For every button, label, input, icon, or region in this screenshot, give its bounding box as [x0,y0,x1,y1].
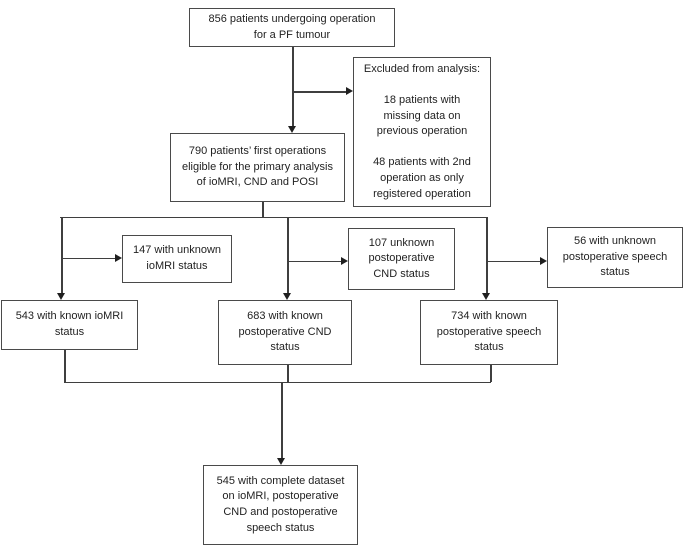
node-excluded-from-analysis: Excluded from analysis: 18 patients with… [353,57,491,207]
arrowhead-into-unknown-speech [540,257,547,265]
connector-to-excluded [292,91,346,93]
node-543-known-iomri: 543 with known ioMRI status [1,300,138,350]
connector-to-unknown-cnd [287,260,341,262]
arrowhead-into-known-iomri [57,293,65,300]
node-790-eligible: 790 patients’ first operations eligible … [170,133,345,202]
arrowhead-into-excluded [346,87,353,95]
connector-eligible-down [262,202,264,217]
connector-merge-down [281,382,283,458]
connector-right-down [486,217,488,293]
node-683-known-cnd: 683 with known postoperative CND status [218,300,352,365]
connector-known-cnd-stub [287,365,289,382]
connector-mid-down [287,217,289,293]
connector-to-unknown-iomri [61,257,115,259]
connector-to-unknown-speech [486,260,540,262]
connector-merge-bar [64,381,491,383]
arrowhead-into-eligible [288,126,296,133]
connector-known-iomri-stub [64,350,66,382]
node-147-unknown-iomri: 147 with unknown ioMRI status [122,235,232,283]
node-856-operations: 856 patients undergoing operation for a … [189,8,395,47]
connector-left-down [61,217,63,293]
arrowhead-into-known-speech [482,293,490,300]
node-107-unknown-cnd: 107 unknown postoperative CND status [348,228,455,290]
arrowhead-into-known-cnd [283,293,291,300]
arrowhead-into-unknown-cnd [341,257,348,265]
node-545-complete: 545 with complete dataset on ioMRI, post… [203,465,358,545]
connector-total-down [292,47,294,127]
connector-distribution-bar [60,216,487,218]
connector-known-speech-stub [490,365,492,382]
node-56-unknown-speech: 56 with unknown postoperative speech sta… [547,227,683,288]
arrowhead-into-unknown-iomri [115,254,122,262]
node-734-known-speech: 734 with known postoperative speech stat… [420,300,558,365]
arrowhead-into-complete [277,458,285,465]
